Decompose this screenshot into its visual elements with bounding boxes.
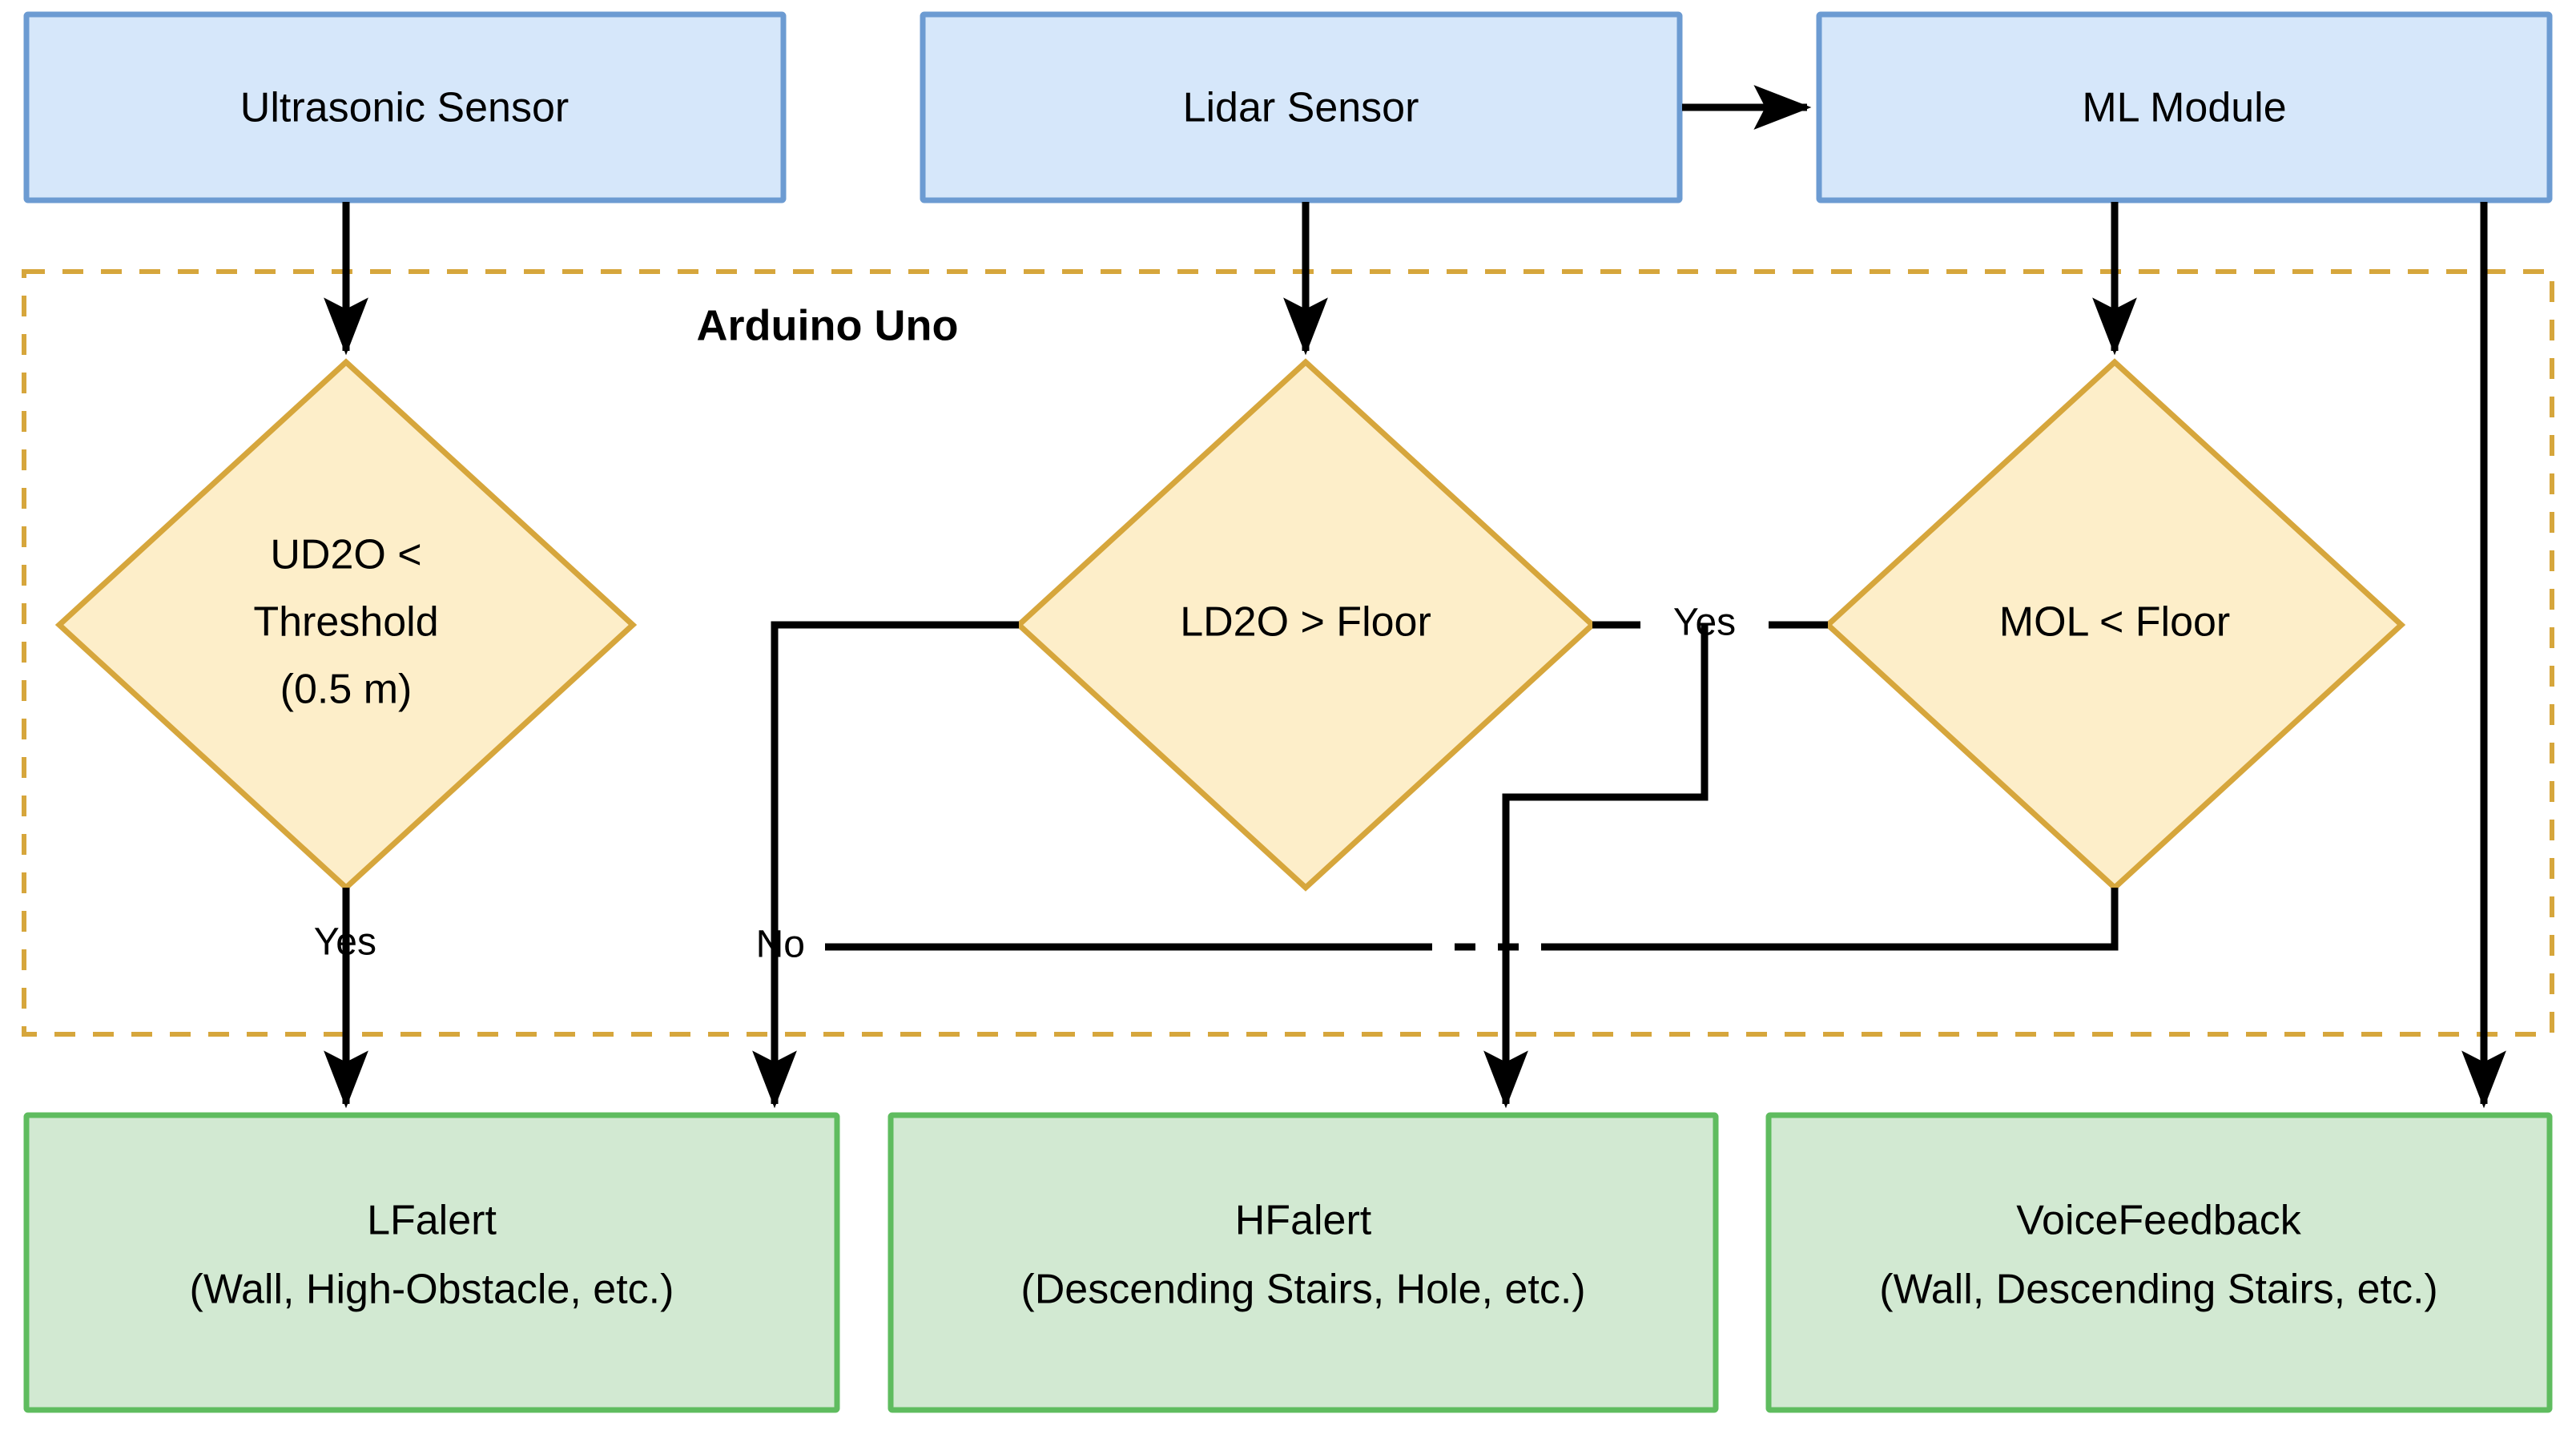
node-hfalert[interactable]: HFalert (Descending Stairs, Hole, etc.) xyxy=(888,1112,1719,1413)
ud2o-label-line-3: (0.5 m) xyxy=(280,667,413,713)
node-voicefeedback[interactable]: VoiceFeedback (Wall, Descending Stairs, … xyxy=(1765,1112,2553,1413)
arduino-uno-label: Arduino Uno xyxy=(697,301,959,349)
node-lfalert[interactable]: LFalert (Wall, High-Obstacle, etc.) xyxy=(23,1112,840,1413)
node-decision-ud2o[interactable]: UD2O < Threshold (0.5 m) xyxy=(54,358,638,892)
node-ultrasonic-sensor[interactable]: Ultrasonic Sensor xyxy=(23,11,787,203)
voicefeedback-label-line-1: VoiceFeedback xyxy=(2016,1198,2302,1244)
lidar-sensor-box[interactable] xyxy=(920,11,1683,203)
ud2o-label-line-2: Threshold xyxy=(253,599,438,646)
edge-mol-return-line xyxy=(1562,888,2119,951)
lfalert-label-line-2: (Wall, High-Obstacle, etc.) xyxy=(190,1267,674,1313)
lidar-sensor-label: Lidar Sensor xyxy=(1183,85,1419,131)
edge-yes-branch-to-hfalert xyxy=(1483,625,1709,1109)
edge-ld2o-no-path xyxy=(752,621,1019,1109)
node-decision-mol[interactable]: MOL < Floor xyxy=(1823,358,2406,892)
node-lidar-sensor[interactable]: Lidar Sensor xyxy=(920,11,1683,203)
hfalert-label-line-1: HFalert xyxy=(1235,1198,1372,1244)
node-decision-ld2o[interactable]: LD2O > Floor xyxy=(1014,358,1597,892)
voicefeedback-label-line-2: (Wall, Descending Stairs, etc.) xyxy=(1879,1267,2437,1313)
edge-label-ld2o-no: No xyxy=(756,924,805,966)
lfalert-label-line-1: LFalert xyxy=(367,1198,497,1244)
hfalert-label-line-2: (Descending Stairs, Hole, etc.) xyxy=(1020,1267,1585,1313)
hfalert-box[interactable] xyxy=(888,1112,1719,1413)
mol-label: MOL < Floor xyxy=(1999,599,2231,646)
ml-module-box[interactable] xyxy=(1816,11,2553,203)
ld2o-decision-diamond[interactable] xyxy=(1014,358,1597,892)
arduino-uno-group xyxy=(22,269,2554,1037)
ml-module-label: ML Module xyxy=(2082,85,2286,131)
edge-label-ud2o-yes: Yes xyxy=(314,921,376,964)
node-ml-module[interactable]: ML Module xyxy=(1816,11,2553,203)
lfalert-box[interactable] xyxy=(23,1112,840,1413)
voicefeedback-box[interactable] xyxy=(1765,1112,2553,1413)
ud2o-label-line-1: UD2O < xyxy=(270,532,421,578)
ultrasonic-sensor-box[interactable] xyxy=(23,11,787,203)
ultrasonic-sensor-label: Ultrasonic Sensor xyxy=(240,85,569,131)
ld2o-label: LD2O > Floor xyxy=(1180,599,1431,646)
